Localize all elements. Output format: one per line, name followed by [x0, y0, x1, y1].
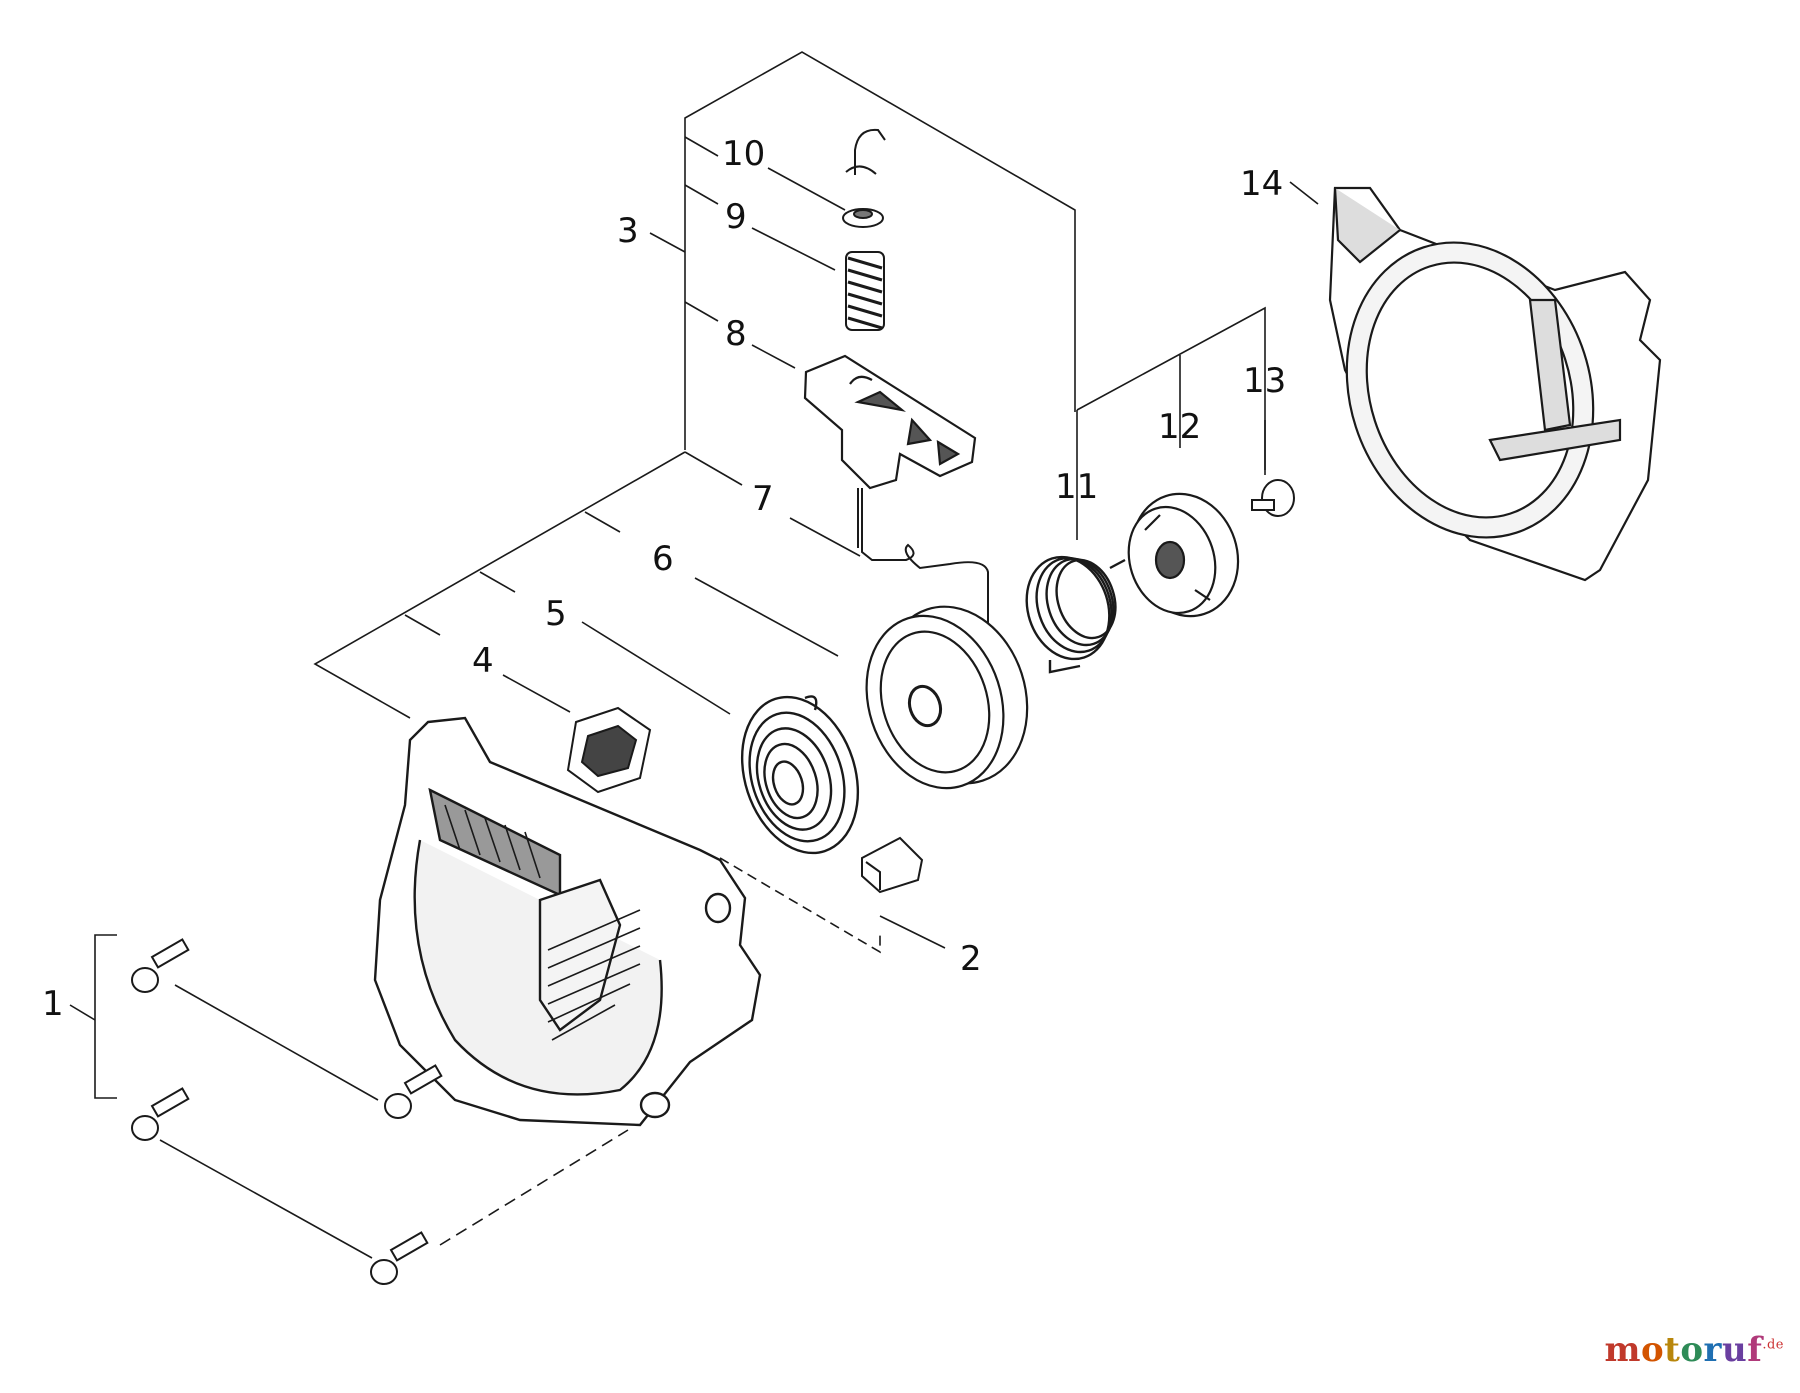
part-11-coil-spring — [1025, 555, 1126, 674]
watermark-letter: t — [1664, 1330, 1681, 1370]
starter-housing — [373, 716, 762, 1127]
tick-7 — [684, 451, 743, 486]
tick-6 — [584, 511, 621, 533]
tick-5 — [479, 571, 516, 593]
leader-10 — [767, 167, 846, 211]
callout-labels: 1 2 3 4 5 6 7 8 9 10 11 12 13 14 — [42, 134, 1286, 1024]
tick-4 — [404, 614, 441, 636]
part-spring — [845, 251, 885, 331]
bracket-1 — [94, 934, 117, 1099]
watermark-letter: f — [1747, 1330, 1763, 1370]
watermark-suffix: .de — [1762, 1337, 1784, 1353]
callout-12: 12 — [1158, 407, 1201, 447]
leader-14 — [1289, 181, 1319, 205]
part-2-clip — [861, 836, 924, 894]
callout-13: 13 — [1243, 361, 1286, 401]
screw-c — [131, 1087, 190, 1141]
callout-6: 6 — [652, 539, 674, 579]
callout-7: 7 — [752, 479, 774, 519]
part-5-spiral-spring — [740, 695, 860, 855]
callout-11: 11 — [1055, 467, 1098, 507]
screw-d — [370, 1231, 429, 1285]
leader-9 — [751, 227, 836, 271]
leader-1 — [69, 1004, 96, 1021]
screw-line-a — [174, 984, 379, 1101]
group-bracket-right — [1076, 306, 1266, 470]
screw-b — [384, 1064, 443, 1119]
part-8-handle — [803, 354, 977, 490]
tick-9 — [684, 184, 719, 205]
callout-5: 5 — [545, 594, 567, 634]
watermark-letter: o — [1640, 1330, 1665, 1370]
screw-line-b — [159, 1139, 373, 1259]
part-6-pulley — [865, 605, 1029, 790]
part-13-screw — [1251, 479, 1295, 517]
leader-lines — [69, 51, 1319, 1259]
watermark-letter: r — [1703, 1330, 1722, 1370]
callout-10: 10 — [722, 134, 765, 174]
callout-8: 8 — [725, 314, 747, 354]
part-10-hook — [845, 128, 886, 175]
screw-a — [131, 938, 190, 993]
leader-5 — [581, 621, 731, 715]
part-4-bushing — [566, 706, 652, 794]
leader-6 — [694, 577, 839, 657]
screw-line-c — [439, 1129, 629, 1246]
watermark-logo: motoruf.de — [1604, 1330, 1784, 1370]
watermark-letter: o — [1680, 1330, 1704, 1370]
leader-3 — [649, 232, 686, 253]
callout-9: 9 — [725, 197, 747, 237]
tick-8 — [684, 301, 719, 322]
leader-2-dashed — [719, 857, 881, 954]
part-1-screws — [131, 938, 443, 1285]
callout-4: 4 — [472, 641, 494, 681]
leader-2 — [879, 915, 946, 949]
callout-2: 2 — [960, 939, 982, 979]
part-12-hub — [1127, 492, 1240, 618]
starter-rope — [857, 488, 989, 650]
group-box-3 — [684, 51, 1076, 450]
part-14-fan-housing — [1328, 186, 1662, 582]
callout-1: 1 — [42, 984, 64, 1024]
watermark-letter: m — [1604, 1330, 1641, 1370]
group-bracket-left — [313, 451, 686, 719]
housing-vents — [444, 804, 641, 1041]
leader-8 — [751, 344, 796, 369]
part-9-washer — [842, 208, 884, 228]
callout-3: 3 — [617, 211, 639, 251]
leader-4 — [502, 674, 571, 713]
watermark-letter: u — [1721, 1330, 1748, 1370]
callout-14: 14 — [1240, 164, 1283, 204]
leader-7 — [789, 517, 861, 557]
tick-10 — [684, 136, 719, 157]
